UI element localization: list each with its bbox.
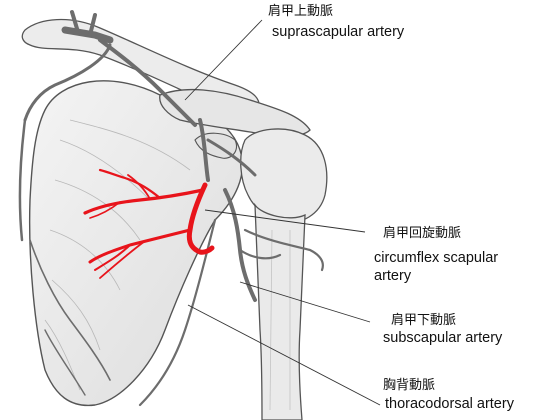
label-suprascapular-en: suprascapular artery — [272, 24, 405, 40]
label-circumflex-en-2: artery — [374, 268, 412, 284]
leader-circumflex — [204, 209, 366, 233]
label-subscapular-en: subscapular artery — [383, 330, 503, 346]
leader-thoracodorsal — [187, 304, 381, 406]
leader-subscapular — [239, 281, 371, 323]
label-thoracodorsal-jp: 胸背動脈 — [383, 378, 436, 393]
leader-suprascapular — [184, 19, 263, 101]
leader-lines — [184, 19, 381, 406]
humeral-head-bone — [240, 128, 328, 224]
scapula-texture — [44, 119, 191, 391]
label-circumflex-jp: 肩甲回旋動脈 — [383, 226, 462, 241]
humerus-texture — [269, 229, 291, 411]
arteries-grey — [18, 10, 324, 407]
label-circumflex-en-1: circumflex scapular — [374, 250, 499, 266]
circumflex-scapular-artery-highlight — [83, 168, 215, 279]
label-subscapular-jp: 肩甲下動脈 — [391, 313, 457, 328]
label-suprascapular-jp: 肩甲上動脈 — [268, 4, 334, 19]
label-thoracodorsal-en: thoracodorsal artery — [385, 396, 514, 412]
